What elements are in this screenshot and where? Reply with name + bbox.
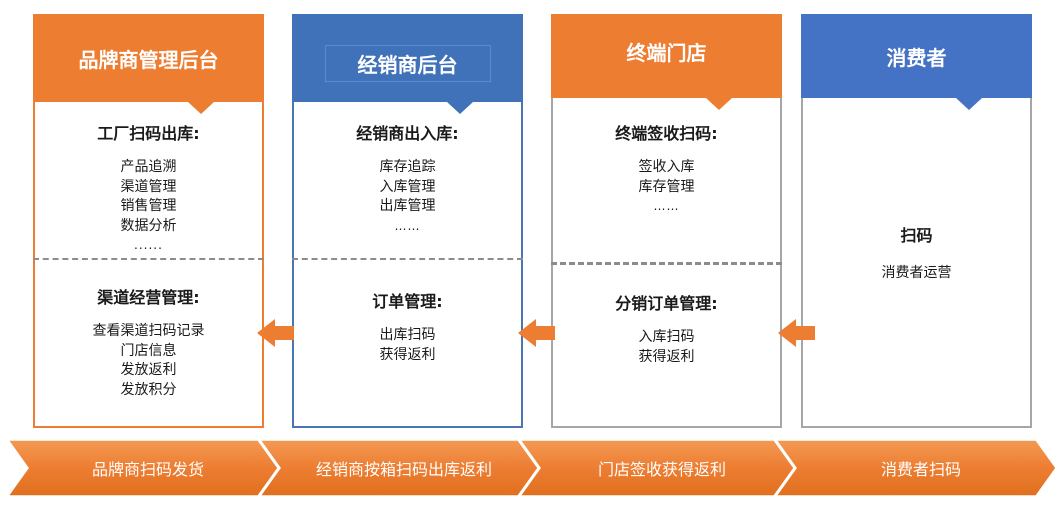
panel-title: 经销商后台 xyxy=(324,44,491,82)
list-item: 获得返利 xyxy=(379,346,436,363)
section-heading: 订单管理: xyxy=(372,292,443,311)
list-item: 发放积分 xyxy=(120,381,177,398)
panel-header: 品牌商管理后台 xyxy=(33,14,264,114)
ellipsis: ...... xyxy=(134,238,163,252)
list-item: 销售管理 xyxy=(120,198,177,214)
list-item: 发放返利 xyxy=(120,362,177,378)
top-section: 经销商出入库: 库存追踪 入库管理 出库管理 …… xyxy=(294,120,521,235)
brand-admin-panel: 品牌商管理后台 工厂扫码出库: 产品追溯 渠道管理 销售管理 数据分析 ....… xyxy=(33,14,264,428)
section-heading: 扫码 xyxy=(900,226,933,245)
flow-step-label: 经销商按箱扫码出库返利 xyxy=(315,460,492,479)
header-notch xyxy=(447,102,473,114)
list-item: 消费者运营 xyxy=(881,265,952,281)
top-section: 终端签收扫码: 签收入库 库存管理 …… xyxy=(553,120,780,215)
list-item: 库存追踪 xyxy=(379,159,436,175)
list-item: 门店信息 xyxy=(120,342,177,359)
flow-chevron xyxy=(775,440,1057,496)
ellipsis: …… xyxy=(394,218,421,233)
divider xyxy=(33,258,264,260)
section-heading: 经销商出入库: xyxy=(356,124,459,143)
list-item: 入库管理 xyxy=(379,178,436,195)
flow-chevron xyxy=(259,440,539,496)
top-section: 工厂扫码出库: 产品追溯 渠道管理 销售管理 数据分析 ...... xyxy=(35,120,262,254)
bottom-section: 渠道经营管理: 查看渠道扫码记录 门店信息 发放返利 发放积分 xyxy=(35,284,262,400)
consumer-panel: 消费者 扫码 消费者运营 xyxy=(801,14,1032,428)
list-item: 数据分析 xyxy=(120,217,177,234)
section-heading: 终端签收扫码: xyxy=(615,124,718,143)
section-heading: 工厂扫码出库: xyxy=(97,124,200,143)
ellipsis: …… xyxy=(653,199,680,213)
dealer-admin-panel: 经销商后台 经销商出入库: 库存追踪 入库管理 出库管理 …… 订单管理: 出库… xyxy=(292,14,523,428)
consumer-section: 扫码 消费者运营 xyxy=(803,222,1030,284)
flow-step-label: 门店签收获得返利 xyxy=(597,460,726,479)
list-item: 渠道管理 xyxy=(120,178,177,195)
panel-header: 消费者 xyxy=(801,14,1032,110)
list-item: 获得返利 xyxy=(638,348,695,365)
flow-step-label: 消费者扫码 xyxy=(880,460,961,479)
flow-step-label: 品牌商扫码发货 xyxy=(91,460,204,479)
flow-chevrons xyxy=(8,440,1057,496)
list-item: 出库扫码 xyxy=(379,327,436,343)
store-panel: 终端门店 终端签收扫码: 签收入库 库存管理 …… 分销订单管理: 入库扫码 获… xyxy=(551,14,782,428)
header-notch xyxy=(956,98,982,110)
panel-title: 品牌商管理后台 xyxy=(78,47,219,72)
section-heading: 分销订单管理: xyxy=(615,294,718,313)
flow-chevron xyxy=(8,440,279,496)
process-flow: 品牌商扫码发货 经销商按箱扫码出库返利 门店签收获得返利 消费者扫码 xyxy=(8,440,1058,496)
section-heading: 渠道经营管理: xyxy=(97,288,200,307)
panel-header: 经销商后台 xyxy=(292,14,523,114)
list-item: 库存管理 xyxy=(638,178,695,195)
list-item: 查看渠道扫码记录 xyxy=(92,323,205,339)
bottom-section: 分销订单管理: 入库扫码 获得返利 xyxy=(553,290,780,367)
header-notch xyxy=(188,102,214,114)
panel-title: 消费者 xyxy=(886,45,947,70)
list-item: 出库管理 xyxy=(379,198,436,214)
header-notch xyxy=(706,98,732,110)
panel-header: 终端门店 xyxy=(551,14,782,110)
flow-chevron xyxy=(519,440,795,496)
bottom-section: 订单管理: 出库扫码 获得返利 xyxy=(294,288,521,365)
list-item: 入库扫码 xyxy=(638,329,695,345)
divider xyxy=(292,258,523,260)
divider xyxy=(551,262,782,265)
panel-title: 终端门店 xyxy=(626,40,707,65)
list-item: 签收入库 xyxy=(638,159,695,175)
list-item: 产品追溯 xyxy=(120,159,177,175)
